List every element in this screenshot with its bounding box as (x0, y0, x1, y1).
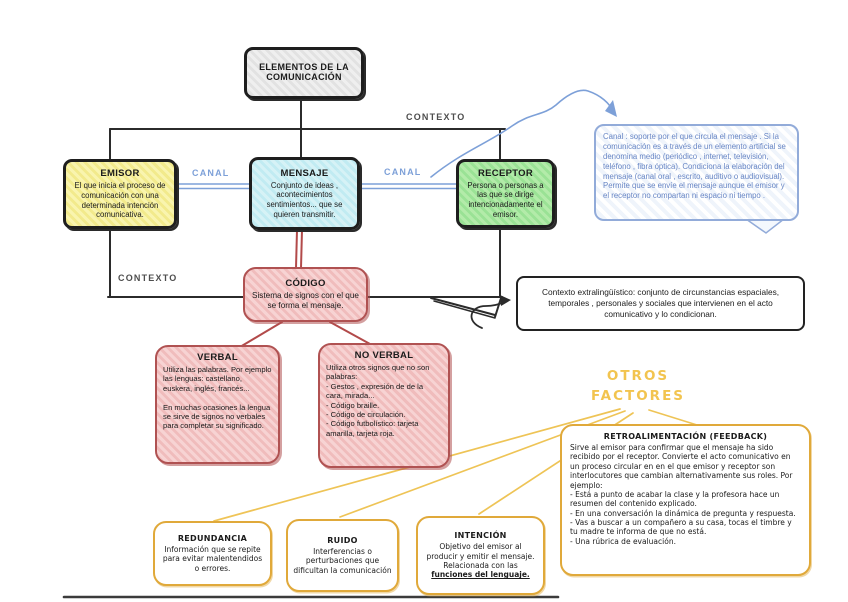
redundancia-title: REDUNDANCIA (177, 533, 248, 543)
intencion-body-start: Objetivo del emisor al producir y emitir… (426, 542, 535, 570)
contexto-note: Contexto extralingüístico: conjunto de c… (516, 276, 805, 331)
intencion-body-emphasis: funciones del lenguaje. (431, 570, 530, 580)
canal-note-tail (743, 218, 787, 234)
redundancia-body: Información que se repite para evitar ma… (162, 544, 263, 573)
mensaje-body: Conjunto de ideas , acontecimientos sent… (266, 180, 343, 219)
verbal-body: Utiliza las palabras. Por ejemplo las le… (163, 365, 272, 431)
receptor-title: RECEPTOR (477, 167, 533, 179)
contexto-arrowhead (500, 295, 511, 306)
emisor-title: EMISOR (100, 168, 140, 180)
retroalimentacion-title: RETROALIMENTACIÓN (FEEDBACK) (603, 432, 768, 441)
canal-right-label: CANAL (384, 167, 422, 177)
no-verbal-body: Utiliza otros signos que no son palabras… (326, 363, 430, 438)
canal-left-label: CANAL (192, 168, 230, 178)
receptor-node: RECEPTOR Persona o personas a las que se… (456, 159, 555, 228)
emisor-body: El que inicia el proceso de comunicación… (74, 181, 166, 220)
ruido-body: Interferencias o perturbaciones que difi… (293, 546, 392, 575)
retroalimentacion-body: Sirve al emisor para confirmar que el me… (570, 443, 796, 546)
codigo-node: CÓDIGO Sistema de signos con el que se f… (243, 267, 368, 322)
redundancia-node: REDUNDANCIA Información que se repite pa… (153, 521, 272, 586)
codigo-body: Sistema de signos con el que se forma el… (252, 290, 359, 310)
contexto-top-label: CONTEXTO (406, 112, 466, 122)
retroalimentacion-node: RETROALIMENTACIÓN (FEEDBACK) Sirve al em… (560, 424, 811, 576)
contexto-note-text: Contexto extralingüístico: conjunto de c… (541, 287, 780, 319)
title-node: ELEMENTOS DE LA COMUNICACIÓN (244, 47, 364, 99)
intencion-node: INTENCIÓN Objetivo del emisor al produci… (416, 516, 545, 595)
verbal-node: VERBAL Utiliza las palabras. Por ejemplo… (155, 345, 280, 464)
receptor-body: Persona o personas a las que se dirige i… (467, 180, 544, 219)
intencion-body: Objetivo del emisor al producir y emitir… (424, 542, 537, 580)
contexto-callout-tail (430, 297, 506, 329)
mensaje-codigo-link (239, 229, 371, 348)
verbal-title: VERBAL (197, 352, 238, 363)
mensaje-title: MENSAJE (280, 167, 329, 179)
no-verbal-title: NO VERBAL (354, 350, 414, 361)
mensaje-node: MENSAJE Conjunto de ideas , acontecimien… (249, 157, 360, 230)
ruido-node: RUIDO Interferencias o perturbaciones qu… (286, 519, 399, 592)
emisor-node: EMISOR El que inicia el proceso de comun… (63, 159, 177, 229)
ruido-title: RUIDO (327, 535, 358, 545)
canal-links (177, 89, 615, 190)
canal-note: Canal : soporte por el que circula el me… (594, 124, 799, 221)
contexto-left-label: CONTEXTO (118, 273, 178, 283)
no-verbal-node: NO VERBAL Utiliza otros signos que no so… (318, 343, 450, 468)
otros-factores-label: OTROS FACTORES (590, 368, 686, 404)
canal-arrowhead (605, 100, 617, 117)
codigo-title: CÓDIGO (285, 277, 326, 289)
intencion-title: INTENCIÓN (454, 531, 507, 541)
canal-note-text: Canal : soporte por el que circula el me… (603, 132, 786, 201)
title-node-label: ELEMENTOS DE LA COMUNICACIÓN (259, 62, 349, 82)
